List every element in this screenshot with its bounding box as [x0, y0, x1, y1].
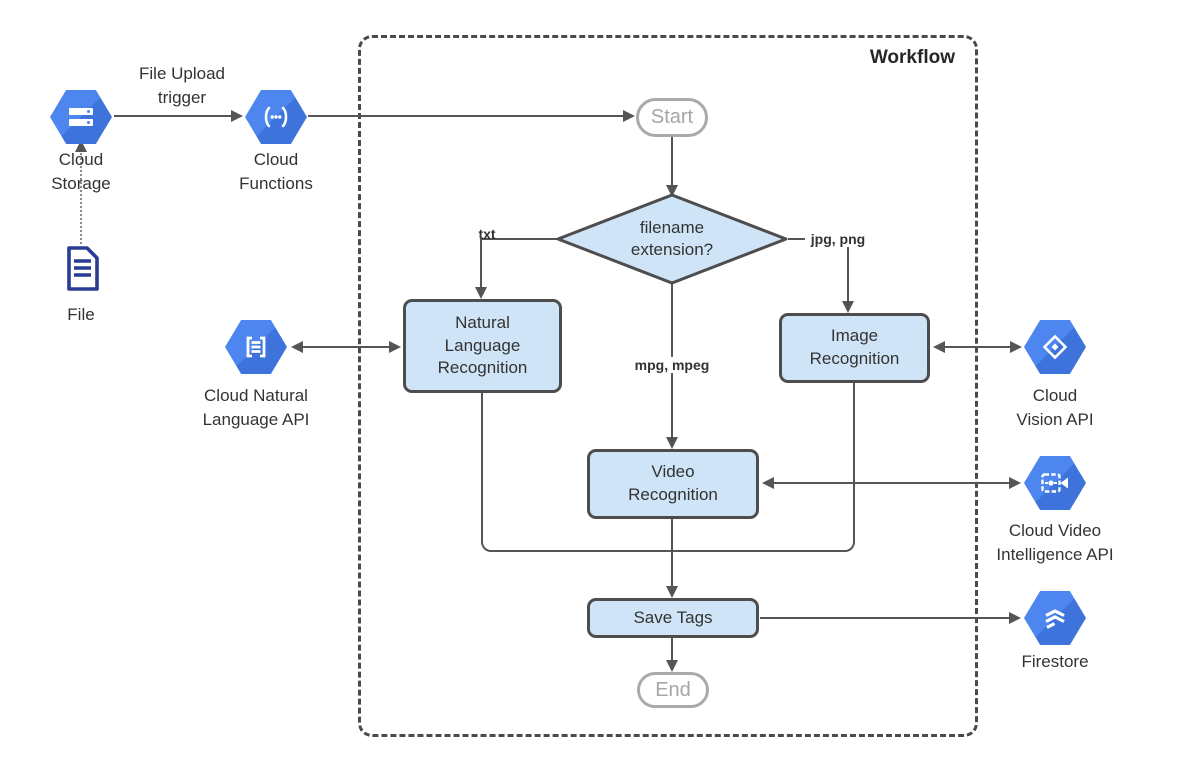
edge-image-merge: [673, 383, 855, 552]
video-recognition-node: Video Recognition: [587, 449, 759, 519]
arrowhead: [623, 110, 635, 122]
edge-storage-functions: [114, 115, 232, 117]
file-label: File: [67, 305, 95, 324]
arrowhead: [666, 660, 678, 672]
natural-language-api-label: Cloud Natural Language API: [202, 386, 310, 429]
end-terminal: End: [637, 672, 709, 708]
video-intelligence-api-label: Cloud Video Intelligence API: [996, 521, 1114, 564]
natural-language-recognition-node: Natural Language Recognition: [403, 299, 562, 393]
arrowhead: [666, 185, 678, 197]
arrowhead: [1010, 341, 1022, 353]
edge-image-vision: [944, 346, 1011, 348]
save-tags-node: Save Tags: [587, 598, 759, 638]
edge-functions-start: [308, 115, 624, 117]
natural-language-api-icon: [246, 336, 266, 358]
edge-nlr-merge: [481, 393, 675, 552]
vision-api-icon: [1042, 334, 1068, 360]
edge-label-mpg-mpeg: mpg, mpeg: [627, 357, 717, 373]
firestore-label: Firestore: [1021, 652, 1089, 671]
cloud-functions-node: [245, 90, 307, 144]
file-icon: [67, 246, 99, 291]
arrowhead: [475, 287, 487, 299]
cloud-functions-icon: [264, 106, 288, 128]
workflow-container: [358, 35, 978, 737]
edge-video-intel: [773, 482, 1010, 484]
arrowhead: [389, 341, 401, 353]
vision-api-label: Cloud Vision API: [1016, 386, 1094, 429]
edge-decision-txt-v: [480, 239, 482, 288]
arrowhead: [231, 110, 243, 122]
firestore-icon: [1045, 608, 1065, 629]
cloud-functions-label: Cloud Functions: [239, 150, 313, 193]
edge-decision-jpg-v: [847, 239, 849, 302]
arrowhead: [666, 586, 678, 598]
video-intelligence-api-icon: [1041, 473, 1068, 493]
arrowhead: [1009, 612, 1021, 624]
arrowhead: [291, 341, 303, 353]
firestore-node: [1024, 591, 1086, 645]
edge-label-file-upload-trigger: File Upload trigger: [139, 64, 225, 107]
arrowhead: [933, 341, 945, 353]
decision-label: filename extension?: [630, 217, 714, 259]
edge-file-storage: [80, 153, 82, 244]
arrowhead: [1009, 477, 1021, 489]
edge-nlr-nlapi: [302, 346, 390, 348]
edge-decision-txt: [481, 238, 557, 240]
start-terminal: Start: [636, 98, 708, 137]
video-intelligence-api-node: [1024, 456, 1086, 510]
arrowhead: [842, 301, 854, 313]
edge-start-decision: [671, 137, 673, 186]
vision-api-node: [1024, 320, 1086, 374]
cloud-storage-node: [50, 90, 112, 144]
cloud-storage-label: Cloud Storage: [51, 150, 111, 193]
start-terminal-label: Start: [650, 106, 694, 128]
decision-diamond: [556, 193, 788, 285]
cloud-storage-icon: [69, 108, 93, 126]
natural-language-api-node: [225, 320, 287, 374]
edge-label-jpg-png: jpg, png: [805, 231, 871, 247]
arrowhead: [762, 477, 774, 489]
edge-savetags-firestore: [760, 617, 1010, 619]
workflow-title: Workflow: [869, 47, 955, 68]
end-terminal-label: End: [655, 678, 691, 701]
arrowhead: [666, 437, 678, 449]
image-recognition-node: Image Recognition: [779, 313, 930, 383]
edge-label-txt: txt: [478, 226, 496, 242]
edge-video-savetags: [671, 519, 673, 587]
edge-savetags-end: [671, 638, 673, 661]
